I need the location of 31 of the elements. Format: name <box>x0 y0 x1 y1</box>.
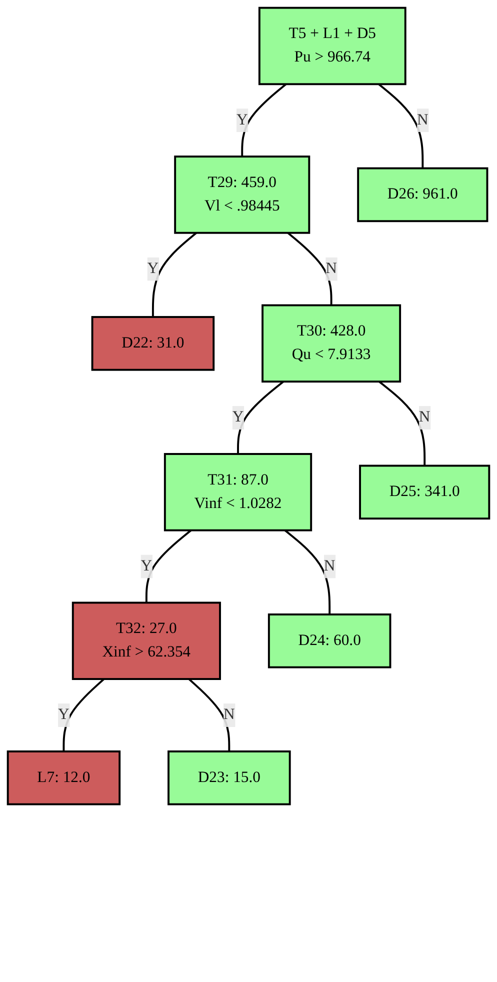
node-box: T32: 27.0 Xinf > 62.354 <box>72 602 221 680</box>
edge-label: N <box>418 408 430 426</box>
connector <box>284 530 331 614</box>
connector <box>145 530 192 603</box>
node-box: D25: 341.0 <box>359 464 490 520</box>
edge-label: Y <box>140 558 152 574</box>
edge-label: Y <box>236 112 248 128</box>
edge-label: Y <box>232 408 244 426</box>
connector <box>152 232 197 317</box>
connector <box>378 380 426 466</box>
edge-label: N <box>224 706 235 724</box>
edge-label: N <box>324 558 336 574</box>
edge-label: Y <box>147 260 159 277</box>
edge-label: N <box>326 260 337 277</box>
node-box: D22: 31.0 <box>91 316 215 371</box>
node-box: T29: 459.0 Vl < .98445 <box>174 156 310 234</box>
node-box: T31: 87.0 Vinf < 1.0282 <box>164 453 312 532</box>
node-box: L7: 12.0 <box>6 750 121 806</box>
connector <box>188 678 230 752</box>
connector <box>378 83 424 168</box>
node-box: D26: 961.0 <box>357 167 488 222</box>
connector <box>62 678 105 752</box>
connector <box>237 380 284 454</box>
node-box: D23: 15.0 <box>168 750 291 806</box>
connector <box>241 83 287 157</box>
edge-label: N <box>417 112 428 128</box>
node-box: T30: 428.0 Qu < 7.9133 <box>262 304 402 383</box>
edge-label: Y <box>58 706 70 724</box>
node-box: T5 + L1 + D5 Pu > 966.74 <box>258 6 406 86</box>
connector <box>287 232 332 306</box>
node-box: D24: 60.0 <box>268 613 392 668</box>
